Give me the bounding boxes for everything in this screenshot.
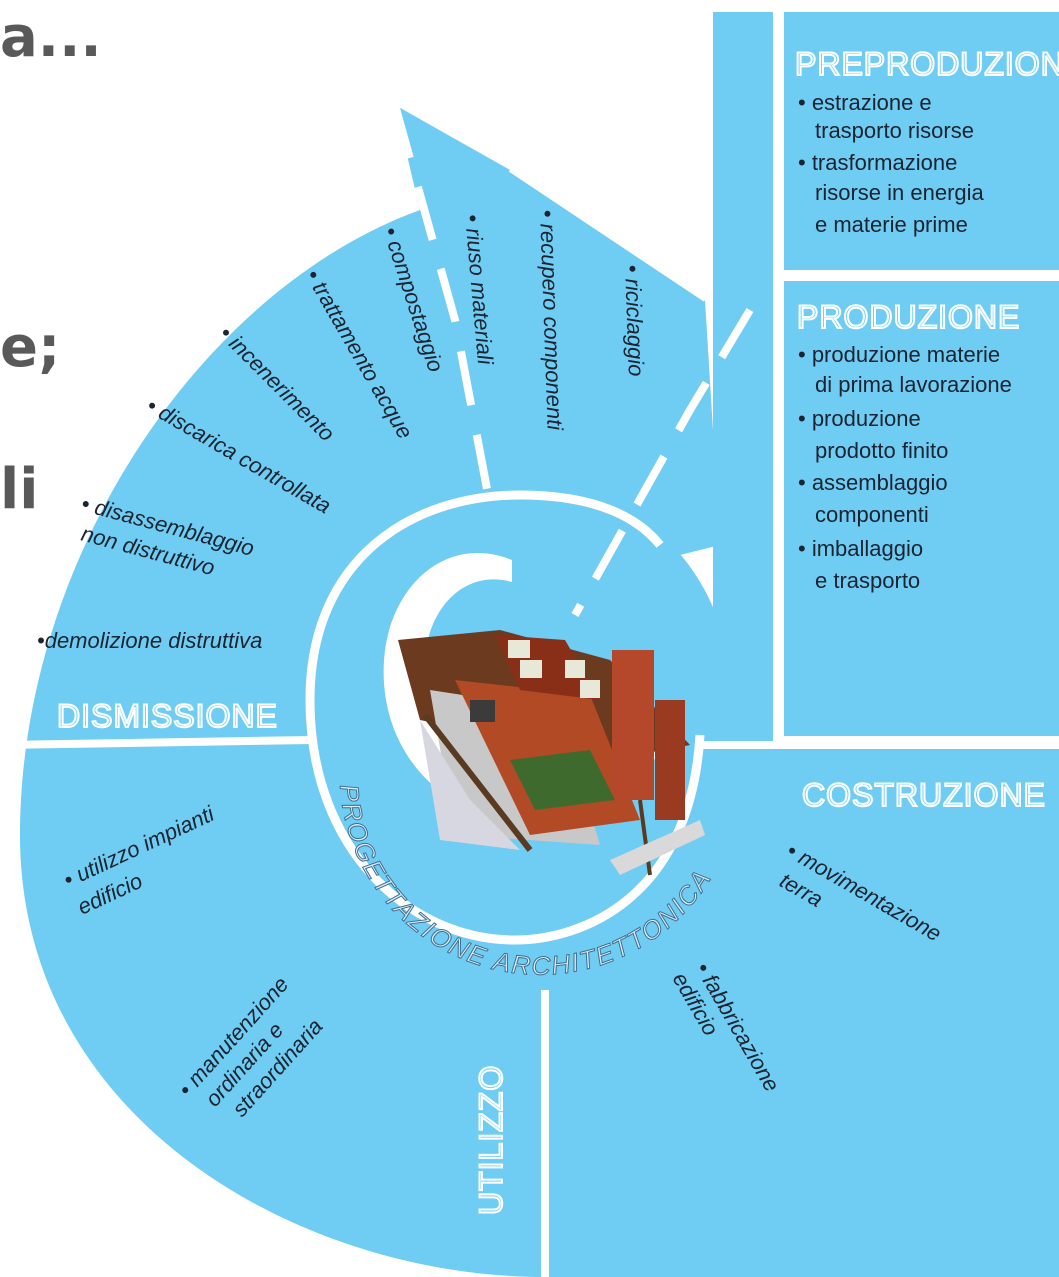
list-item: • produzione [798, 406, 921, 431]
slide-text-fragment-low: li [0, 457, 39, 522]
produzione-items: • produzione materie di prima lavorazion… [798, 342, 1012, 593]
divider-dismissione-utilizzo [0, 736, 313, 749]
list-item: • produzione materie [798, 342, 1000, 367]
stage-title-dismissione: DISMISSIONE [57, 698, 278, 734]
stage-title-preproduzione: PREPRODUZIONE [795, 46, 1059, 82]
list-item: componenti [815, 502, 929, 527]
stage-title-utilizzo: UTILIZZO [473, 1065, 509, 1215]
list-item: • assemblaggio [798, 470, 948, 495]
stage-title-produzione: PRODUZIONE [797, 299, 1020, 335]
list-item: risorse in energia [815, 180, 985, 205]
arrow-dash-left [391, 103, 494, 506]
preproduzione-items: • estrazione e trasporto risorse • trasf… [798, 90, 985, 237]
list-item: trasporto risorse [815, 118, 974, 143]
list-item: • trasformazione [798, 150, 957, 175]
house-icon [398, 630, 705, 876]
list-item: • estrazione e [798, 90, 932, 115]
stage-title-costruzione: COSTRUZIONE [802, 777, 1046, 813]
list-item: e trasporto [815, 568, 920, 593]
list-item: • riciclaggio [620, 264, 649, 376]
list-item: •demolizione distruttiva [37, 628, 262, 653]
inner-ring-border [305, 490, 705, 945]
preproduzione-panel [784, 12, 1059, 270]
slide-text-fragment-top: a... [0, 5, 102, 70]
produzione-panel [784, 281, 1059, 736]
flow-column [713, 12, 773, 742]
slide-text-fragment-mid: e; [0, 315, 61, 380]
list-item: e materie prime [815, 212, 968, 237]
list-item: di prima lavorazione [815, 372, 1012, 397]
arrow-head-edge [508, 168, 707, 302]
list-item: • imballaggio [798, 536, 923, 561]
arrow-dash-right [571, 307, 754, 617]
list-item: prodotto finito [815, 438, 948, 463]
